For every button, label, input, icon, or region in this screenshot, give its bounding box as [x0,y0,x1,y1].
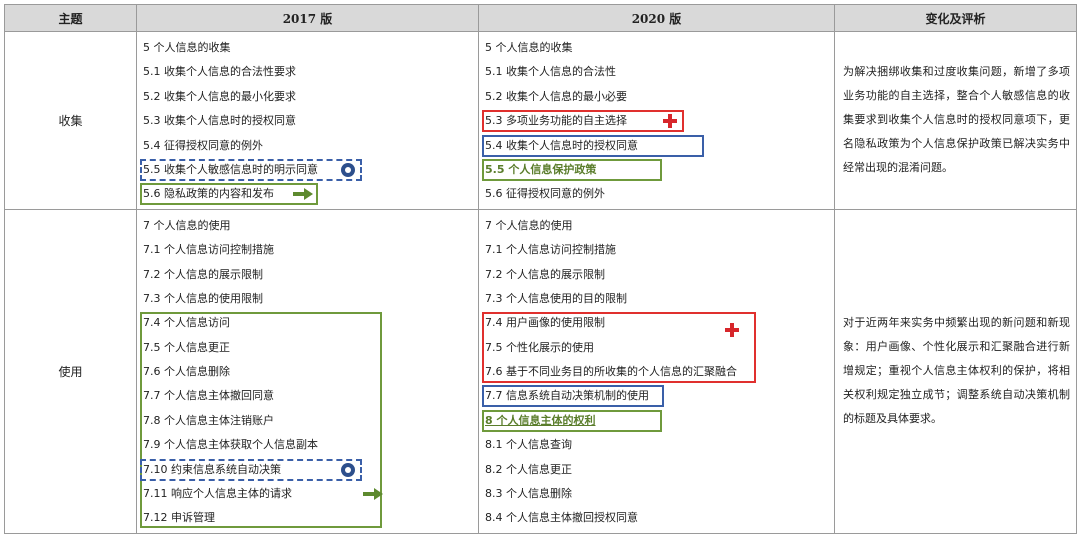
header-2017: 2017 版 [136,4,479,32]
header-topic: 主题 [4,4,137,32]
list-2020-usage: 7 个人信息的使用 7.1 个人信息访问控制措施 7.2 个人信息的展示限制 7… [478,208,835,534]
comment-collection: 为解决捆绑收集和过度收集问题，新增了多项业务功能的自主选择，整合个人敏感信息的收… [834,31,1077,210]
header-change: 变化及评析 [834,4,1077,32]
list-item: 8.3 个人信息删除 [485,487,572,501]
plus-icon [663,114,677,129]
list-item: 7.5 个人信息更正 [143,340,230,354]
list-item: 7.4 个人信息访问 [143,316,230,330]
circle-icon [341,462,355,477]
list-item: 5.2 收集个人信息的最小必要 [485,89,627,103]
topic-collection: 收集 [4,31,137,210]
list-item: 5.4 征得授权同意的例外 [143,138,263,152]
list-item: 7.8 个人信息主体注销账户 [143,413,274,427]
highlight-box-renamed [482,158,662,181]
list-item: 5.3 多项业务功能的自主选择 [482,109,834,133]
highlight-box-renamed [140,183,318,206]
list-item: 7.7 信息系统自动决策机制的使用 [482,384,834,408]
highlight-box-merged [140,458,362,481]
list-2017-usage: 7 个人信息的使用 7.1 个人信息访问控制措施 7.2 个人信息的展示限制 7… [136,208,479,534]
highlight-box-merged [140,158,362,181]
list-2017-collection: 5 个人信息的收集 5.1 收集个人信息的合法性要求 5.2 收集个人信息的最小… [136,31,479,210]
header-row: 主题 2017 版 2020 版 变化及评析 [4,4,1077,32]
highlight-box-merged [482,385,664,408]
list-item: 7.1 个人信息访问控制措施 [143,243,274,257]
list-item: 5.1 收集个人信息的合法性 [485,65,616,79]
row-usage: 使用 7 个人信息的使用 7.1 个人信息访问控制措施 7.2 个人信息的展示限… [4,208,1077,534]
highlight-box-moved [482,409,662,432]
header-2020: 2020 版 [478,4,835,32]
list-item: 5.2 收集个人信息的最小化要求 [143,89,296,103]
list-item: 5.4 收集个人信息时的授权同意 [482,134,834,158]
list-item: 5.6 征得授权同意的例外 [485,187,605,201]
list-item: 7 个人信息的使用 [143,218,231,232]
highlight-box-new [482,110,684,133]
comparison-page: 主题 2017 版 2020 版 变化及评析 收集 5 个人信息的收集 5.1 … [4,4,1077,534]
list-item: 5.1 收集个人信息的合法性要求 [143,65,296,79]
highlight-box-merged [482,134,704,157]
list-item: 5 个人信息的收集 [485,41,573,54]
plus-icon [725,322,739,337]
list-item: 7.6 基于不同业务目的所收集的个人信息的汇聚融合 [485,365,737,379]
list-item: 7.4 用户画像的使用限制 [485,316,605,330]
list-item: 8 个人信息主体的权利 [482,409,834,433]
list-item: 5.5 个人信息保护政策 [482,158,834,182]
list-item: 8.1 个人信息查询 [485,438,572,452]
list-item: 7.5 个性化展示的使用 [485,340,594,354]
list-item: 7 个人信息的使用 [485,218,573,232]
topic-usage: 使用 [4,208,137,534]
list-item: 8.4 个人信息主体撤回授权同意 [485,511,638,525]
list-item: 7.10 约束信息系统自动决策 [140,458,478,482]
comparison-table: 主题 2017 版 2020 版 变化及评析 收集 5 个人信息的收集 5.1 … [4,4,1077,534]
list-item: 5 个人信息的收集 [143,41,231,54]
list-item: 7.2 个人信息的展示限制 [143,267,263,281]
list-item: 8.2 个人信息更正 [485,462,572,476]
comment-usage: 对于近两年来实务中频繁出现的新问题和新现象：用户画像、个性化展示和汇聚融合进行新… [834,208,1077,534]
list-item: 7.9 个人信息主体获取个人信息副本 [143,438,318,452]
row-collection: 收集 5 个人信息的收集 5.1 收集个人信息的合法性要求 5.2 收集个人信息… [4,31,1077,210]
list-2020-collection: 5 个人信息的收集 5.1 收集个人信息的合法性 5.2 收集个人信息的最小必要… [478,31,835,210]
list-item: 7.6 个人信息删除 [143,365,230,379]
list-item: 7.3 个人信息的使用限制 [143,291,263,305]
list-item: 5.6 隐私政策的内容和发布 [140,182,478,206]
arrow-right-icon [293,188,313,201]
list-item: 7.7 个人信息主体撤回同意 [143,389,274,403]
list-item: 7.1 个人信息访问控制措施 [485,243,616,257]
list-item: 7.3 个人信息使用的目的限制 [485,291,627,305]
list-item: 7.2 个人信息的展示限制 [485,267,605,281]
list-item: 7.11 响应个人信息主体的请求 [143,482,478,506]
list-item: 5.3 收集个人信息时的授权同意 [143,114,296,128]
list-item: 5.5 收集个人敏感信息时的明示同意 [140,158,478,182]
arrow-right-icon [363,488,383,501]
highlight-box-new [482,311,756,383]
circle-icon [341,162,355,177]
